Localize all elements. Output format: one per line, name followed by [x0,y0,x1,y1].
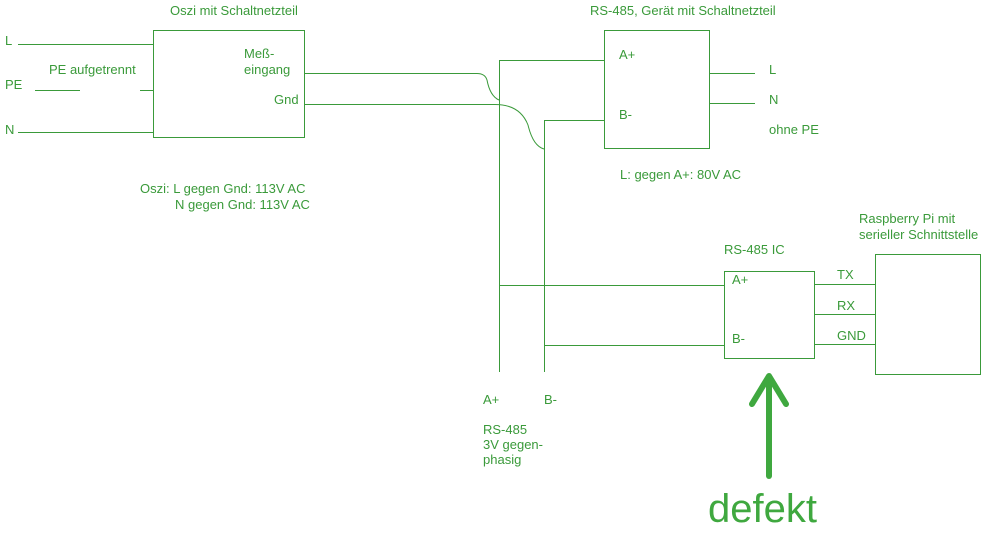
device-out-n: N [769,92,779,107]
raspberry-box [875,254,981,375]
ic-rx: RX [837,298,856,313]
ic-box [724,271,815,359]
scope-gnd: Gnd [274,92,299,107]
scope-meas-line2: eingang [244,62,291,77]
pe-note: PE aufgetrennt [49,62,136,77]
ic-tx: TX [837,267,854,282]
meas-wire [305,73,500,101]
bus-note-line2: 3V gegen- [483,437,543,452]
scope-note-line1: Oszi: L gegen Gnd: 113V AC [140,181,306,196]
raspberry-title-line1: Raspberry Pi mit [859,211,956,226]
device-box [604,30,710,149]
device-note: L: gegen A+: 80V AC [620,167,742,182]
device-out-l: L [769,62,777,77]
gnd-wire [305,104,545,150]
device-a-plus: A+ [619,47,636,62]
device-title: RS-485, Gerät mit Schaltnetzteil [590,3,776,18]
raspberry-title-line2: serieller Schnittstelle [859,227,979,242]
defect-arrow [749,373,789,479]
bus-a-plus: A+ [483,392,500,407]
scope-title: Oszi mit Schaltnetzteil [170,3,298,18]
device-no-pe: ohne PE [769,122,819,137]
scope-box [153,30,305,138]
scope-meas-line1: Meß- [244,46,275,61]
defect-label: defekt [708,487,817,531]
ic-gnd: GND [837,328,866,343]
scope-input-l: L [5,33,13,48]
scope-input-pe: PE [5,77,23,92]
bus-note-line3: phasig [483,452,522,467]
ic-b-minus: B- [732,331,745,346]
ic-title: RS-485 IC [724,242,785,257]
scope-input-n: N [5,122,15,137]
bus-note-line1: RS-485 [483,422,528,437]
ic-a-plus: A+ [732,272,749,287]
bus-b-minus: B- [544,392,557,407]
device-b-minus: B- [619,107,632,122]
scope-note-line2: N gegen Gnd: 113V AC [175,197,310,212]
